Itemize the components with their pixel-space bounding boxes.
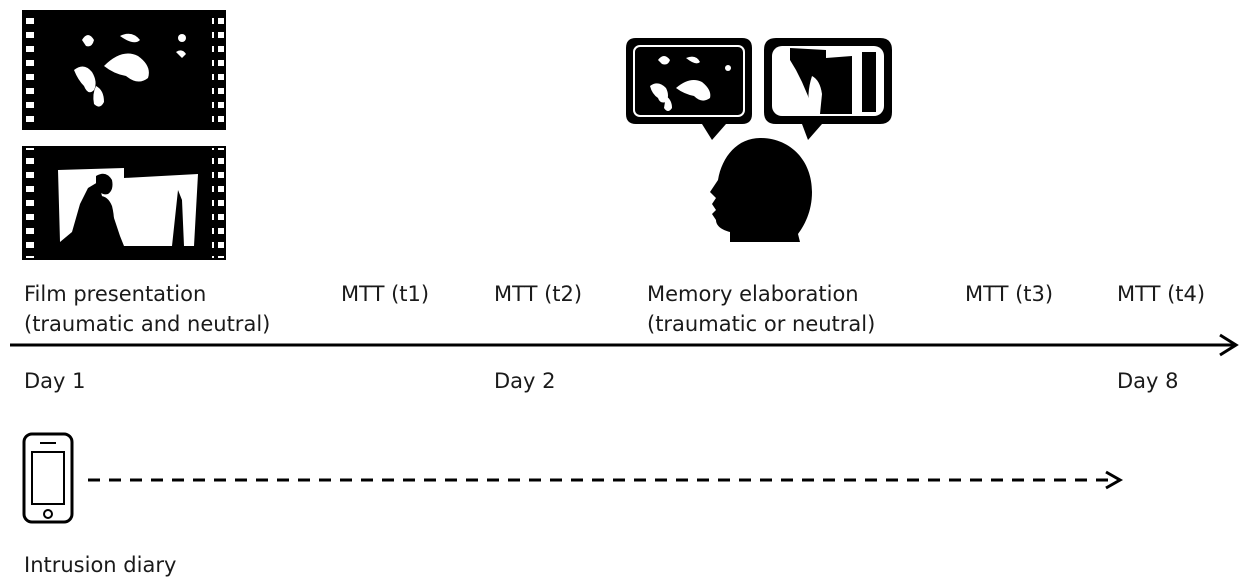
diary-dashed-arrow — [88, 470, 1124, 490]
event-label-line1: Memory elaboration — [647, 282, 859, 306]
event-mtt-t2: MTT (t2) — [494, 279, 582, 309]
day-label-day8: Day 8 — [1117, 369, 1179, 393]
speech-bubble-icon — [626, 38, 752, 140]
event-label-line1: MTT (t2) — [494, 282, 583, 306]
smartphone-icon — [22, 432, 74, 524]
timeline-arrow — [10, 333, 1239, 357]
event-label-line1: MTT (t1) — [341, 282, 430, 306]
event-label-line1: Film presentation — [24, 282, 207, 306]
event-mtt-t1: MTT (t1) — [341, 279, 429, 309]
head-silhouette-icon — [710, 138, 812, 242]
event-label-line2: (traumatic or neutral) — [647, 312, 876, 336]
day-label-day1: Day 1 — [24, 369, 86, 393]
day-label-day2: Day 2 — [494, 369, 556, 393]
event-memory-elaboration: Memory elaboration (traumatic or neutral… — [647, 279, 875, 339]
event-label-line2: (traumatic and neutral) — [24, 312, 271, 336]
film-strip-icon — [22, 10, 226, 130]
event-film-presentation: Film presentation (traumatic and neutral… — [24, 279, 270, 339]
event-label-line1: MTT (t3) — [965, 282, 1054, 306]
event-mtt-t4: MTT (t4) — [1117, 279, 1205, 309]
film-strip-icon — [22, 146, 226, 260]
event-label-line1: MTT (t4) — [1117, 282, 1206, 306]
speech-bubble-icon — [764, 38, 892, 140]
event-mtt-t3: MTT (t3) — [965, 279, 1053, 309]
intrusion-diary-label: Intrusion diary — [24, 553, 177, 577]
